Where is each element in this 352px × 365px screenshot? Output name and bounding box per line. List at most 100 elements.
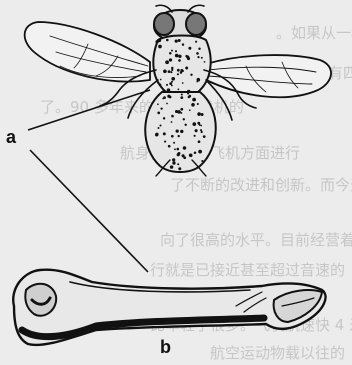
stipple-dot xyxy=(157,82,159,84)
stipple-dot xyxy=(182,82,184,84)
stipple-dot xyxy=(200,129,202,131)
stipple-dot xyxy=(159,83,162,86)
stipple-dot xyxy=(192,103,194,105)
stipple-dot xyxy=(178,89,180,91)
bleed-line: 行就是已接近甚至超过音速的 xyxy=(150,261,345,279)
stipple-dot xyxy=(203,135,206,138)
stipple-dot xyxy=(167,95,170,98)
stipple-dot xyxy=(168,70,171,73)
stipple-dot xyxy=(167,88,171,92)
stipple-dot xyxy=(165,60,169,64)
stipple-dot xyxy=(177,148,180,151)
label-a: a xyxy=(6,128,16,146)
stipple-dot xyxy=(166,39,169,42)
stipple-dot xyxy=(178,59,181,62)
stipple-dot xyxy=(188,47,191,50)
stipple-dot xyxy=(177,73,179,75)
pointer-lines xyxy=(28,90,150,272)
stipple-dot xyxy=(184,124,186,126)
stipple-dot xyxy=(166,103,168,105)
stipple-dot xyxy=(181,93,183,95)
stipple-dot xyxy=(168,145,171,148)
stipple-dot xyxy=(197,122,200,125)
stipple-dot xyxy=(178,55,181,58)
stipple-dot xyxy=(177,163,179,165)
stipple-dot xyxy=(169,52,172,55)
stipple-dot xyxy=(160,107,162,109)
stipple-dot xyxy=(185,67,188,70)
stipple-dot xyxy=(192,98,196,102)
stipple-dot xyxy=(195,129,198,132)
stipple-dot xyxy=(162,90,164,92)
stipple-dot xyxy=(180,96,183,99)
stipple-dot xyxy=(187,90,190,93)
right-eye-icon xyxy=(186,13,206,35)
stipple-dot xyxy=(173,142,175,144)
stipple-dot xyxy=(197,56,199,58)
stipple-dot xyxy=(182,154,185,157)
bleed-line: 向了很高的水平。目前经营着 xyxy=(160,231,352,249)
stipple-dot xyxy=(197,112,201,116)
stipple-dot xyxy=(175,50,177,52)
stipple-dot xyxy=(188,95,191,98)
stipple-dot xyxy=(171,77,175,81)
stipple-dot xyxy=(163,69,167,73)
stipple-dot xyxy=(197,103,199,105)
stipple-dot xyxy=(201,57,203,59)
stipple-dot xyxy=(172,158,175,161)
left-eye-icon xyxy=(154,13,174,35)
stipple-dot xyxy=(194,152,197,155)
stipple-dot xyxy=(175,54,179,58)
stipple-dot xyxy=(189,153,193,157)
stipple-dot xyxy=(183,118,185,120)
stipple-dot xyxy=(180,71,182,73)
stipple-dot xyxy=(178,39,181,42)
bleed-line: 了不断的改进和创新。而今天 xyxy=(170,176,352,194)
right-wing xyxy=(206,55,331,97)
stipple-dot xyxy=(162,98,164,100)
stipple-dot xyxy=(170,71,172,73)
bleed-line: 。如果从一种直升机起算。 xyxy=(276,24,352,42)
stipple-dot xyxy=(158,127,160,129)
stipple-dot xyxy=(189,109,191,111)
stipple-dot xyxy=(201,113,204,116)
stipple-dot xyxy=(190,74,192,76)
stipple-dot xyxy=(166,84,168,86)
stipple-dot xyxy=(176,129,179,132)
stipple-dot xyxy=(192,122,196,126)
stipple-dot xyxy=(183,146,186,149)
stipple-dot xyxy=(196,52,199,55)
stipple-dot xyxy=(177,69,180,72)
stipple-dot xyxy=(156,133,159,136)
stipple-dot xyxy=(178,135,180,137)
stipple-dot xyxy=(171,135,174,138)
stipple-dot xyxy=(182,43,184,45)
stipple-dot xyxy=(169,82,172,85)
stipple-dot xyxy=(157,112,160,115)
stipple-dot xyxy=(187,57,190,60)
stipple-dot xyxy=(171,69,173,71)
stipple-dot xyxy=(183,70,185,72)
stipple-dot xyxy=(158,45,162,49)
stipple-dot xyxy=(185,55,187,57)
stipple-dot xyxy=(180,108,183,111)
label-b: b xyxy=(160,338,171,356)
stipple-dot xyxy=(198,47,200,49)
stipple-dot xyxy=(177,153,180,156)
stipple-dot xyxy=(194,135,196,137)
stipple-dot xyxy=(201,160,203,162)
stipple-dot xyxy=(160,79,162,81)
pointer-a-to-leg xyxy=(30,150,148,272)
stipple-dot xyxy=(169,58,172,61)
stipple-dot xyxy=(171,50,173,52)
left-wing xyxy=(25,22,150,82)
stipple-dot xyxy=(171,115,174,118)
stipple-dot xyxy=(157,103,159,105)
stipple-dot xyxy=(163,132,166,135)
stipple-dot xyxy=(164,141,166,143)
stipple-dot xyxy=(172,161,175,164)
stipple-dot xyxy=(155,40,158,43)
stipple-dot xyxy=(198,150,202,154)
stipple-dot xyxy=(163,117,165,119)
